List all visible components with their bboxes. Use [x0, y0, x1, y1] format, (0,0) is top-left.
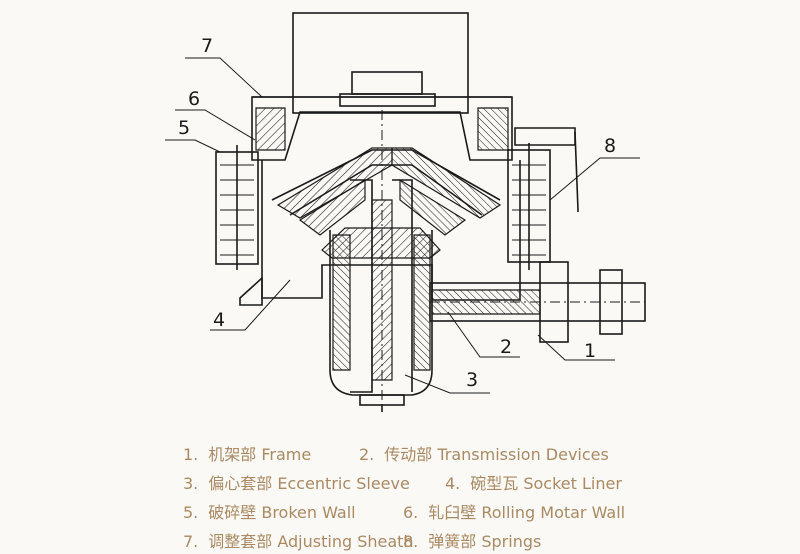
leader-lines: [165, 57, 640, 394]
legend-row: 1.机架部 Frame 2.传动部 Transmission Devices: [183, 440, 783, 469]
callout-7: 7: [201, 35, 213, 57]
callout-6: 6: [188, 88, 200, 110]
socket-liner: [321, 227, 441, 259]
legend-row: 5.破碎壁 Broken Wall 6.轧臼壁 Rolling Motar Wal…: [183, 498, 783, 527]
springs-right: [507, 143, 551, 270]
cone-crusher-drawing: 7 6 5 4 8 2 1 3: [165, 12, 646, 412]
callout-1: 1: [584, 340, 596, 362]
legend-item: 6.轧臼壁 Rolling Motar Wall: [403, 503, 626, 522]
springs-left: [215, 145, 259, 270]
broken-wall: [298, 178, 366, 236]
legend-item: 5.破碎壁 Broken Wall: [183, 503, 356, 522]
adjusting-sheath-outline: [251, 96, 513, 161]
legend-item: 3.偏心套部 Eccentric Sleeve: [183, 474, 410, 493]
callout-5: 5: [178, 117, 190, 139]
parts-legend: 1.机架部 Frame 2.传动部 Transmission Devices 3.…: [183, 440, 783, 554]
legend-row: 7.调整套部 Adjusting Sheath8.弹簧部 Springs: [183, 527, 783, 554]
legend-item: 4.碗型瓦 Socket Liner: [445, 474, 622, 493]
distribution-cap: [351, 71, 423, 95]
callout-4: 4: [213, 309, 225, 331]
legend-item: 2.传动部 Transmission Devices: [359, 445, 609, 464]
callout-2: 2: [500, 336, 512, 358]
legend-row: 3.偏心套部 Eccentric Sleeve 4.碗型瓦 Socket Line…: [183, 469, 783, 498]
legend-item: 1.机架部 Frame: [183, 445, 312, 464]
feed-hopper: [292, 12, 469, 114]
callout-8: 8: [604, 135, 616, 157]
legend-item: 8.弹簧部 Springs: [403, 532, 542, 551]
callout-3: 3: [466, 369, 478, 391]
legend-item: 7.调整套部 Adjusting Sheath: [183, 532, 414, 551]
